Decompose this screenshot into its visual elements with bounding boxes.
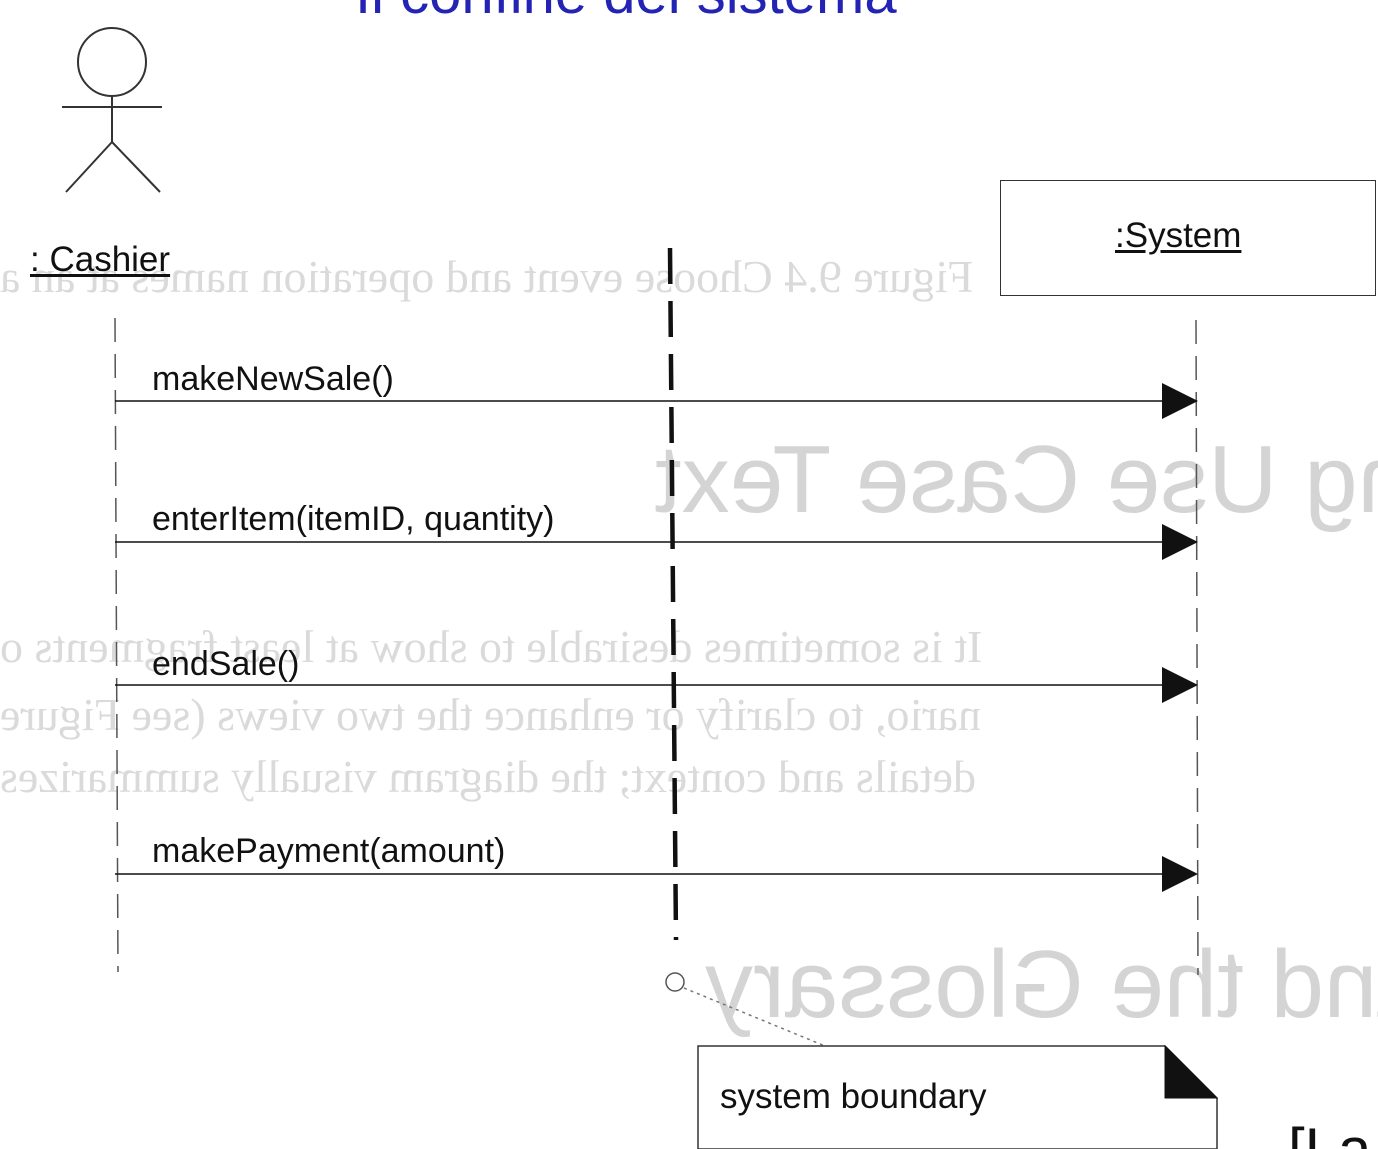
- cashier-actor-label: : Cashier: [30, 240, 171, 279]
- note-connector: [683, 987, 826, 1047]
- system-boundary-note-text: system boundary: [720, 1077, 987, 1116]
- cashier-lifeline: [114, 317, 119, 973]
- corner-reference-text: [La: [1288, 1115, 1371, 1149]
- system-lifeline-label: :System: [1115, 216, 1242, 255]
- message-label-end-sale: endSale(): [152, 645, 300, 683]
- system-boundary-line: [667, 247, 679, 941]
- message-label-enter-item: enterItem(itemID, quantity): [152, 500, 555, 538]
- system-boundary-note: [697, 1044, 1219, 1149]
- actor-stick-figure-icon: [62, 27, 162, 193]
- system-lifeline: [1195, 319, 1199, 976]
- boundary-anchor-circle: [665, 972, 685, 992]
- system-lifeline-box: [1000, 180, 1376, 296]
- message-label-make-payment: makePayment(amount): [152, 832, 506, 870]
- message-label-make-new-sale: makeNewSale(): [152, 360, 394, 398]
- slide-title: Il confine del sistema: [355, 0, 897, 27]
